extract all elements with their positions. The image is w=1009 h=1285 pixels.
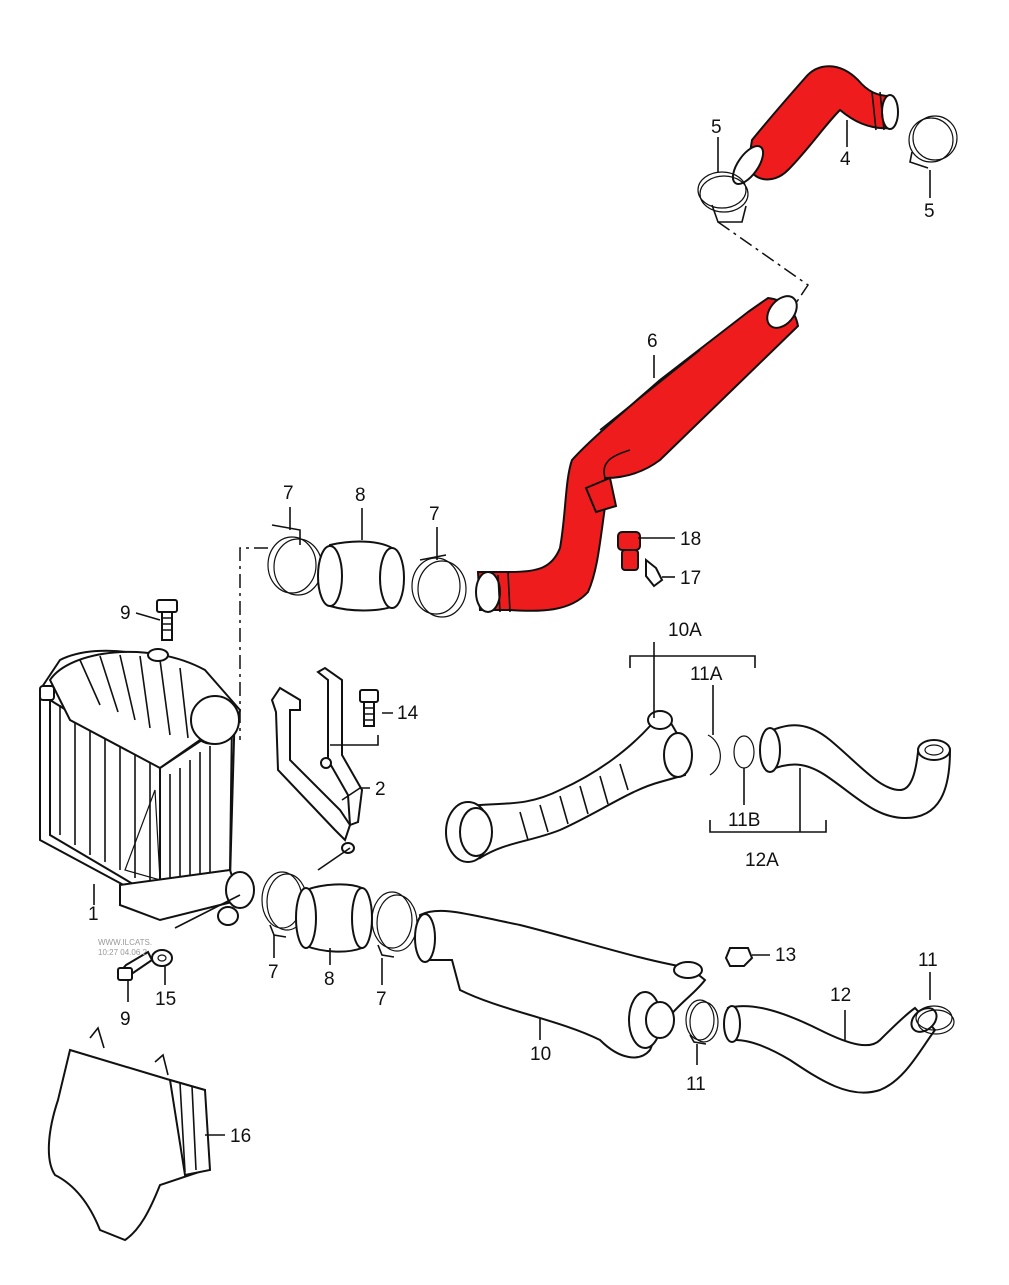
label-15: 15 bbox=[155, 989, 176, 1010]
part-6-pipe[interactable] bbox=[475, 290, 803, 613]
part-13-nut[interactable] bbox=[724, 947, 754, 967]
label-11A: 11A bbox=[690, 664, 723, 685]
label-8-top: 8 bbox=[355, 485, 366, 506]
label-18: 18 bbox=[680, 529, 701, 550]
part-8-hose-upper[interactable] bbox=[317, 540, 405, 612]
part-5-clamp-right[interactable] bbox=[908, 115, 958, 169]
label-2: 2 bbox=[375, 779, 386, 800]
callout-labels: 5 4 5 6 7 8 7 18 17 9 10A 11A 14 2 11B 1… bbox=[88, 117, 938, 1147]
part-5-clamp-left[interactable] bbox=[697, 171, 749, 223]
watermark-line-1: WWW.ILCATS. bbox=[98, 938, 152, 947]
watermark: WWW.ILCATS. 10:27 04.06.2 bbox=[98, 938, 152, 957]
label-5-right: 5 bbox=[924, 201, 935, 222]
label-14: 14 bbox=[397, 703, 419, 724]
label-7-top-left: 7 bbox=[283, 483, 294, 504]
leader-7-1 bbox=[239, 547, 268, 740]
label-13: 13 bbox=[775, 945, 796, 966]
part-7-clamp-lower-right[interactable] bbox=[371, 891, 418, 958]
part-12A-hose[interactable] bbox=[759, 724, 952, 820]
label-16: 16 bbox=[230, 1126, 251, 1147]
part-11-clamp-lower[interactable] bbox=[685, 999, 719, 1045]
part-11-clamp-upper[interactable] bbox=[915, 1005, 955, 1035]
part-9-bolt-top[interactable] bbox=[147, 599, 178, 662]
part-7-clamp-upper-left[interactable] bbox=[267, 524, 323, 596]
part-12-hose[interactable] bbox=[723, 1003, 941, 1094]
label-1: 1 bbox=[88, 904, 99, 925]
label-7-bottom-left: 7 bbox=[268, 962, 279, 983]
part-11B-oring[interactable] bbox=[733, 735, 755, 769]
label-4: 4 bbox=[840, 149, 851, 170]
part-8-hose-lower[interactable] bbox=[295, 883, 373, 953]
label-12: 12 bbox=[830, 985, 851, 1006]
label-6: 6 bbox=[647, 331, 658, 352]
part-7-clamp-upper-right[interactable] bbox=[411, 554, 467, 618]
label-7-top-right: 7 bbox=[429, 504, 440, 525]
label-12A: 12A bbox=[745, 850, 779, 871]
part-14-bolt[interactable] bbox=[359, 689, 379, 727]
part-1-intercooler[interactable] bbox=[39, 649, 255, 926]
part-2-bracket[interactable] bbox=[270, 666, 364, 854]
label-10: 10 bbox=[530, 1044, 551, 1065]
label-11-bottom: 11 bbox=[686, 1074, 706, 1095]
label-9-top: 9 bbox=[120, 603, 131, 624]
part-16-air-guide[interactable] bbox=[47, 1026, 212, 1242]
part-11A-clip[interactable] bbox=[707, 734, 721, 776]
part-9-bolt-bottom[interactable] bbox=[117, 950, 154, 981]
leader-4-6 bbox=[717, 221, 810, 313]
label-9-bottom: 9 bbox=[120, 1009, 131, 1030]
part-4-hose[interactable] bbox=[727, 65, 899, 189]
part-10A-pipe[interactable] bbox=[445, 710, 693, 863]
watermark-line-2: 10:27 04.06.2 bbox=[98, 948, 147, 957]
label-10A: 10A bbox=[668, 620, 702, 641]
label-11B: 11B bbox=[728, 810, 760, 831]
part-17-bolt[interactable] bbox=[645, 557, 664, 588]
label-17: 17 bbox=[680, 568, 701, 589]
part-15-washer[interactable] bbox=[151, 949, 173, 967]
part-10-pipe[interactable] bbox=[414, 909, 707, 1059]
label-11-right: 11 bbox=[918, 950, 938, 971]
label-8-bottom: 8 bbox=[324, 969, 335, 990]
part-18-sensor[interactable] bbox=[617, 531, 641, 571]
leader-lines bbox=[93, 120, 931, 1136]
label-5-left: 5 bbox=[711, 117, 722, 138]
label-7-bottom-right: 7 bbox=[376, 989, 387, 1010]
